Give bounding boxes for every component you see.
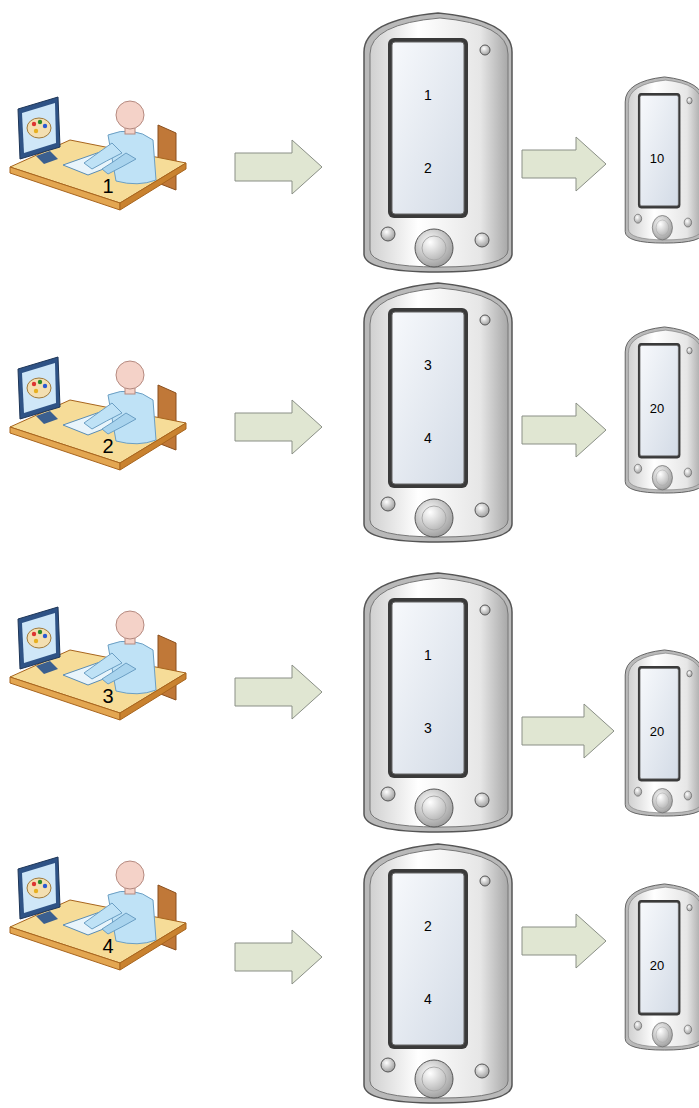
desk-icon <box>8 605 188 735</box>
desk-icon <box>8 355 188 485</box>
item-number: 2 <box>424 919 432 933</box>
desk-icon <box>8 95 188 225</box>
workstation-user: 3 <box>0 605 235 735</box>
block-arrow <box>235 930 322 984</box>
pda-icon <box>358 841 518 1106</box>
handheld-device: 13 <box>322 570 522 836</box>
block-arrow <box>235 400 322 454</box>
block-arrow <box>522 914 606 968</box>
item-number: 10 <box>650 152 664 165</box>
user-number: 1 <box>102 176 113 196</box>
pda-icon <box>358 280 518 545</box>
pda-icon <box>358 10 518 275</box>
pda-icon <box>358 570 518 835</box>
user-number: 3 <box>102 686 113 706</box>
user-number: 4 <box>102 936 113 956</box>
handheld-device: 20 <box>606 882 699 1054</box>
block-arrow <box>522 137 606 191</box>
handheld-device: 10 <box>606 75 699 247</box>
item-number: 4 <box>424 431 432 445</box>
desk-icon <box>8 855 188 985</box>
item-number: 4 <box>424 992 432 1006</box>
user-number: 2 <box>102 436 113 456</box>
workstation-user: 4 <box>0 855 235 985</box>
item-number: 20 <box>650 402 664 415</box>
handheld-device: 24 <box>322 841 522 1107</box>
block-arrow <box>522 403 606 457</box>
block-arrow <box>522 704 614 758</box>
item-number: 20 <box>650 725 664 738</box>
item-number: 2 <box>424 161 432 175</box>
handheld-device: 12 <box>322 10 522 276</box>
block-arrow <box>235 140 322 194</box>
item-number: 1 <box>424 648 432 662</box>
item-number: 3 <box>424 721 432 735</box>
item-number: 3 <box>424 358 432 372</box>
handheld-device: 20 <box>606 325 699 497</box>
item-number: 1 <box>424 88 432 102</box>
handheld-device: 34 <box>322 280 522 546</box>
workstation-user: 2 <box>0 355 235 485</box>
handheld-device: 20 <box>614 648 699 820</box>
item-number: 20 <box>650 959 664 972</box>
block-arrow <box>235 665 322 719</box>
workstation-user: 1 <box>0 95 235 225</box>
